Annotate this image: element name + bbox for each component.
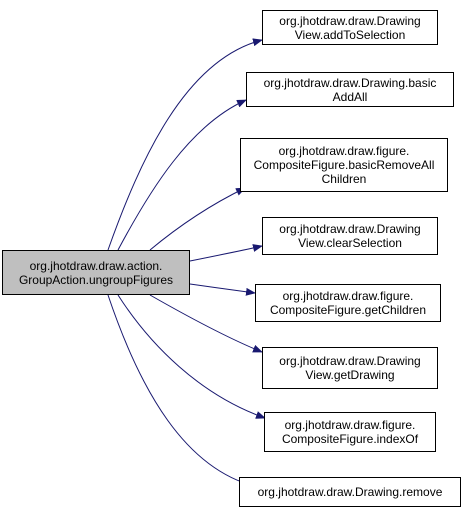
callee-line: org.jhotdraw.draw.Drawing <box>279 354 421 368</box>
callee-node-basic-add-all[interactable]: org.jhotdraw.draw.Drawing.basic AddAll <box>246 72 454 107</box>
callee-line: View.getDrawing <box>305 368 395 382</box>
callee-line: View.addToSelection <box>294 27 406 42</box>
root-node-ungroup-figures[interactable]: org.jhotdraw.draw.action. GroupAction.un… <box>2 250 190 295</box>
edge-to-basic-add-all <box>117 99 247 251</box>
callee-line: CompositeFigure.basicRemoveAll <box>253 158 435 172</box>
edge-to-index-of <box>117 294 266 419</box>
edge-to-basic-remove-all-children <box>149 187 246 251</box>
callee-line: org.jhotdraw.draw.figure. <box>284 418 416 432</box>
callee-line: Children <box>321 172 367 186</box>
edge-to-remove <box>107 294 259 489</box>
callee-line: org.jhotdraw.draw.Drawing.remove <box>257 485 443 499</box>
callee-node-basic-remove-all-children[interactable]: org.jhotdraw.draw.figure. CompositeFigur… <box>240 138 448 192</box>
edge-to-get-drawing <box>149 294 263 353</box>
callee-node-get-children[interactable]: org.jhotdraw.draw.figure. CompositeFigur… <box>255 284 441 322</box>
callee-line: org.jhotdraw.draw.Drawing.basic <box>263 75 437 90</box>
callee-line: CompositeFigure.getChildren <box>269 303 427 317</box>
callee-line: CompositeFigure.indexOf <box>281 432 419 446</box>
callee-node-clear-selection[interactable]: org.jhotdraw.draw.Drawing View.clearSele… <box>262 217 438 255</box>
callee-node-add-to-selection[interactable]: org.jhotdraw.draw.Drawing View.addToSele… <box>262 10 438 45</box>
callee-line: org.jhotdraw.draw.Drawing <box>279 222 421 236</box>
edge-to-clear-selection <box>189 244 263 262</box>
edge-to-get-children <box>189 283 256 296</box>
callee-node-get-drawing[interactable]: org.jhotdraw.draw.Drawing View.getDrawin… <box>262 347 438 389</box>
callee-line: org.jhotdraw.draw.figure. <box>278 144 410 158</box>
edge-to-add-to-selection <box>107 38 263 251</box>
callee-node-index-of[interactable]: org.jhotdraw.draw.figure. CompositeFigur… <box>264 412 436 452</box>
callee-line: org.jhotdraw.draw.Drawing <box>279 13 421 28</box>
root-node-line-1: org.jhotdraw.draw.action. <box>29 258 163 273</box>
callee-line: View.clearSelection <box>298 236 402 250</box>
root-node-line-2: GroupAction.ungroupFigures <box>18 272 174 287</box>
callee-line: AddAll <box>332 89 368 104</box>
callee-line: org.jhotdraw.draw.figure. <box>282 289 414 303</box>
callee-node-remove[interactable]: org.jhotdraw.draw.Drawing.remove <box>239 477 461 507</box>
